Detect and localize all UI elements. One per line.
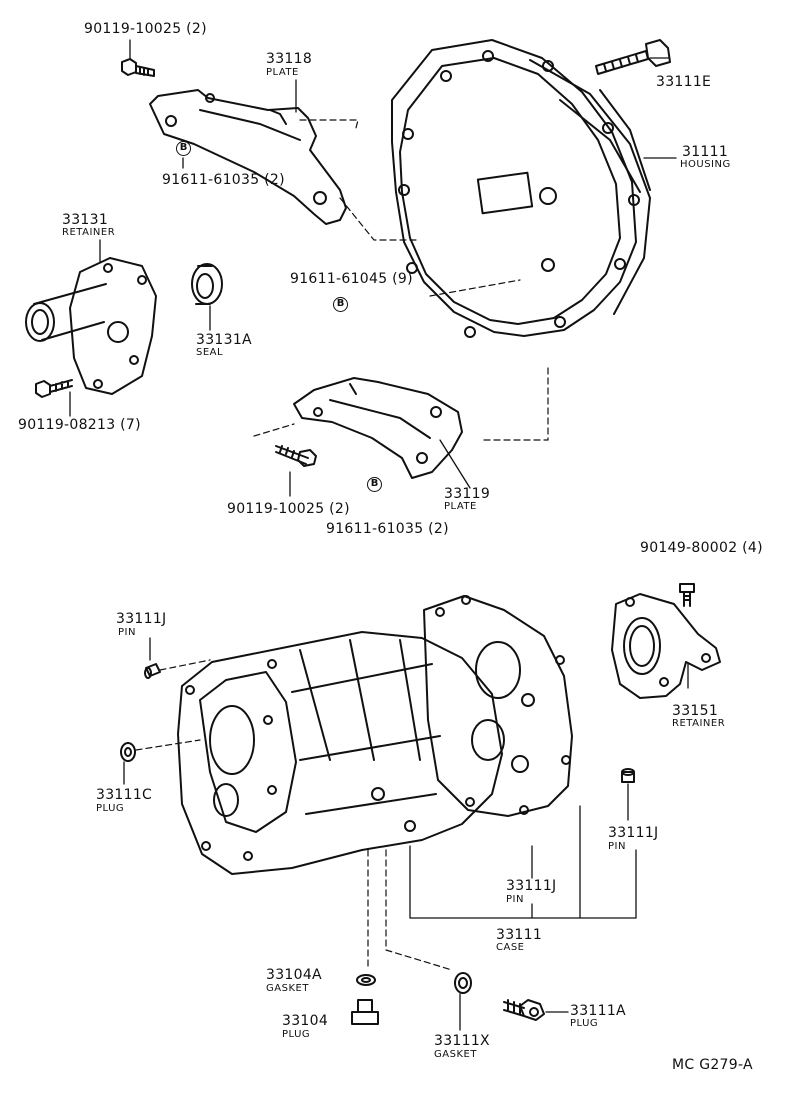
plate-33118-part (149, 89, 347, 225)
bolt-icon (275, 445, 317, 467)
part-number-label: 33131A (196, 332, 252, 348)
part-number-label: 91611-61035 (2) (162, 172, 285, 188)
gasket-33104A-part (356, 974, 376, 986)
part-number-label: 33111 (496, 927, 543, 943)
plug-33104-part (351, 999, 379, 1025)
housing-31111-part (391, 39, 651, 338)
part-number-label: 33111E (656, 74, 712, 90)
bolt-icon (121, 58, 155, 77)
part-name-label: PIN (118, 627, 136, 638)
part-number-label: 33151 (672, 703, 719, 719)
part-number-label: 33111C (96, 787, 153, 803)
bolt-icon (35, 379, 73, 398)
part-number-label: 33111J (116, 611, 167, 627)
part-number-label: 91611-61045 (9) (290, 271, 413, 287)
pin-33111J-right-part (621, 768, 635, 783)
bolt-icon (595, 39, 671, 75)
part-name-label: GASKET (434, 1049, 477, 1060)
b-badge-icon: B (333, 297, 348, 312)
part-number-label: 33131 (62, 212, 109, 228)
plug-33111A-part (503, 999, 545, 1021)
diagram-code: MC G279-A (672, 1057, 753, 1073)
part-number-label: 33111J (608, 825, 659, 841)
part-name-label: PIN (608, 841, 626, 852)
part-number-label: 90119-10025 (2) (84, 21, 207, 37)
part-name-label: SEAL (196, 347, 224, 358)
part-name-label: GASKET (266, 983, 309, 994)
part-name-label: PLUG (96, 803, 125, 814)
part-number-label: 33111X (434, 1033, 490, 1049)
part-number-label: 33119 (444, 486, 491, 502)
part-name-label: PLUG (282, 1029, 311, 1040)
b-badge-icon: B (367, 477, 382, 492)
retainer-33131-part (25, 257, 157, 395)
part-number-label: 33118 (266, 51, 313, 67)
retainer-33151-part (611, 593, 721, 699)
part-name-label: RETAINER (672, 718, 726, 729)
part-name-label: RETAINER (62, 227, 116, 238)
part-number-label: 31111 (682, 144, 729, 160)
part-name-label: PIN (506, 894, 524, 905)
pin-33111J-left-part (144, 663, 161, 679)
part-number-label: 90149-80002 (4) (640, 540, 763, 556)
case-33111-part (177, 595, 573, 875)
b-badge-icon: B (176, 141, 191, 156)
part-name-label: CASE (496, 942, 525, 953)
part-number-label: 90119-08213 (7) (18, 417, 141, 433)
part-name-label: HOUSING (680, 159, 731, 170)
part-number-label: 90119-10025 (2) (227, 501, 350, 517)
part-number-label: 33111J (506, 878, 557, 894)
plate-33119-part (293, 377, 463, 479)
part-name-label: PLATE (444, 501, 477, 512)
part-name-label: PLUG (570, 1018, 599, 1029)
part-number-label: 33111A (570, 1003, 626, 1019)
gasket-33111X-part (454, 972, 472, 994)
part-number-label: 33104A (266, 967, 322, 983)
part-number-label: 33104 (282, 1013, 329, 1029)
part-name-label: PLATE (266, 67, 299, 78)
bolt-icon (679, 583, 695, 607)
part-number-label: 91611-61035 (2) (326, 521, 449, 537)
plug-33111C-part (120, 742, 136, 762)
seal-33131A-part (191, 263, 223, 305)
